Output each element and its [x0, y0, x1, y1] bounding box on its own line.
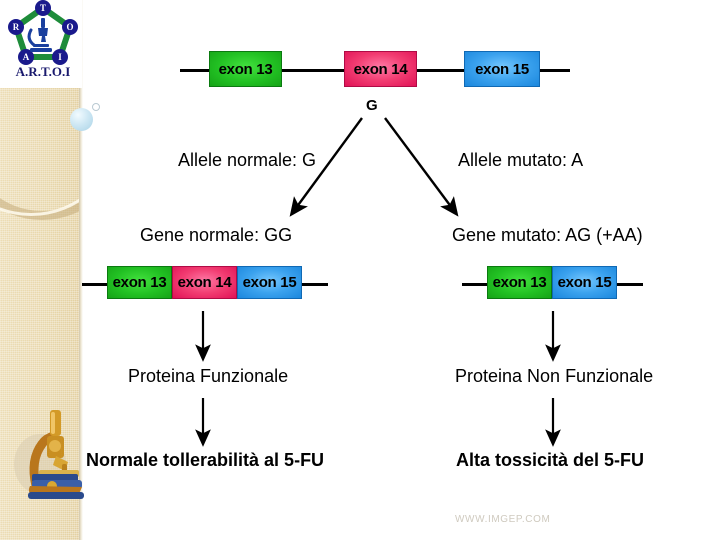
mutant-exon-15-label: exon 15: [557, 274, 612, 291]
top-exon-14-box: exon 14: [344, 51, 417, 87]
gene-line-right: [540, 69, 570, 72]
artoi-logo-mark: T O I A R: [8, 0, 78, 65]
normal-exon-13-box: exon 13: [107, 266, 172, 299]
mutant-strip-line-left: [462, 283, 488, 286]
normal-exon-14-label: exon 14: [177, 274, 232, 291]
snp-position-label: G: [366, 97, 378, 114]
top-exon-13-box: exon 13: [209, 51, 282, 87]
top-exon-15-label: exon 15: [475, 60, 529, 78]
mutant-exon-13-label: exon 13: [492, 274, 547, 291]
normal-allele-label: Allele normale: G: [178, 150, 317, 170]
microscope-icon: [27, 18, 52, 52]
normal-outcome-label: Normale tollerabilità al 5-FU: [86, 450, 325, 470]
artoi-logo-caption: A.R.T.O.I: [15, 64, 71, 79]
gene-line-mid-2: [417, 69, 465, 72]
normal-protein-label: Proteina Funzionale: [128, 366, 289, 386]
top-exon-15-box: exon 15: [464, 51, 540, 87]
mutant-exon-15-box: exon 15: [552, 266, 617, 299]
normal-exon-15-label: exon 15: [242, 274, 297, 291]
arrow-to-mutant-allele: [384, 117, 459, 217]
svg-text:R: R: [13, 22, 20, 32]
svg-text:I: I: [58, 52, 62, 62]
decorative-sphere: [70, 108, 93, 131]
normal-exon-15-box: exon 15: [237, 266, 302, 299]
mutant-exon-13-box: exon 13: [487, 266, 552, 299]
mutant-allele-label: Allele mutato: A: [458, 150, 584, 170]
normal-exon-13-label: exon 13: [112, 274, 167, 291]
gene-line-mid-1: [282, 69, 345, 72]
top-exon-14-label: exon 14: [353, 60, 408, 78]
sidebar-edge-line: [79, 0, 83, 540]
normal-strip-line-left: [82, 283, 108, 286]
decorative-sidebar: T O I A R A.R.T.O.I: [0, 0, 100, 540]
microscope-illustration: [14, 410, 84, 499]
normal-exon-14-box: exon 14: [172, 266, 237, 299]
gene-line-left: [180, 69, 210, 72]
decorative-arc-inner: [0, 88, 79, 216]
normal-gene-label: Gene normale: GG: [140, 225, 293, 245]
svg-text:T: T: [40, 3, 46, 13]
svg-text:A: A: [23, 52, 30, 62]
decorative-small-ring: [92, 103, 100, 111]
svg-text:O: O: [66, 22, 73, 32]
artoi-logo: T O I A R A.R.T.O.I: [4, 0, 82, 88]
mutant-gene-label: Gene mutato: AG (+AA): [452, 225, 643, 245]
mutant-strip-line-right: [617, 283, 643, 286]
normal-strip-line-right: [302, 283, 328, 286]
footer-watermark: WWW.IMGEP.COM: [455, 514, 551, 525]
mutant-outcome-label: Alta tossicità del 5-FU: [456, 450, 645, 470]
top-exon-13-label: exon 13: [218, 60, 273, 78]
mutant-protein-label: Proteina Non Funzionale: [455, 366, 654, 386]
